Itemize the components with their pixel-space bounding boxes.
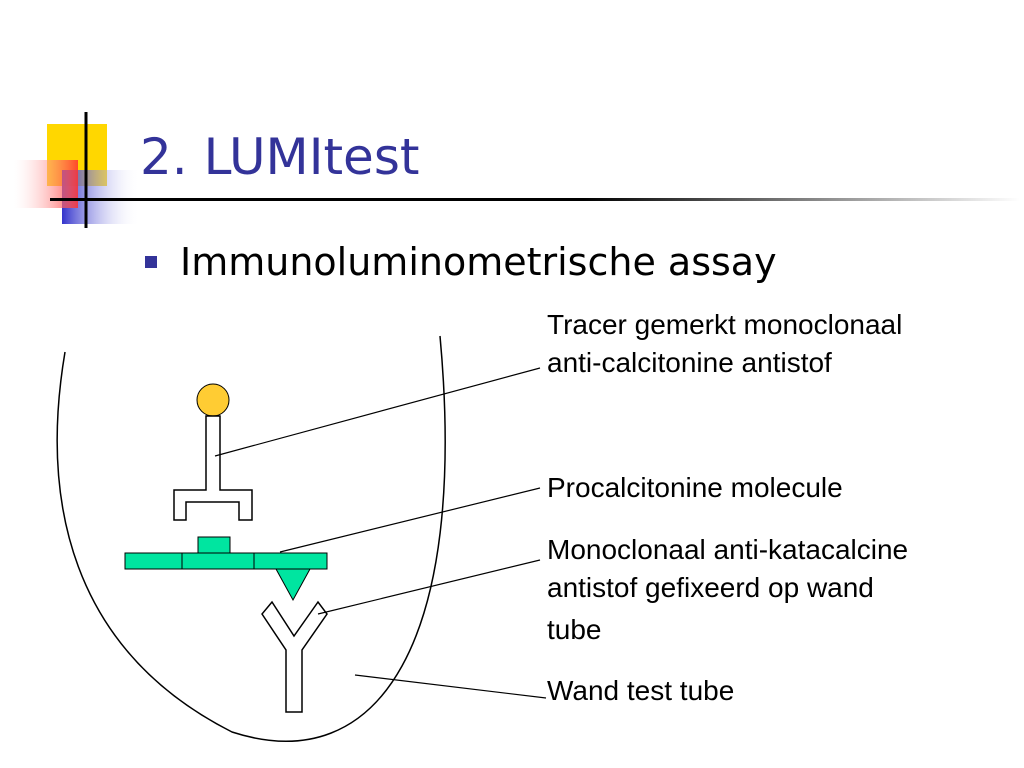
tracer-antibody: [173, 415, 253, 521]
procalcitonine-bump: [197, 536, 231, 555]
label-procalcitonine: Procalcitonine molecule: [547, 472, 843, 503]
leader-line-procalcitonine: [279, 487, 541, 553]
title-decoration: [14, 112, 1020, 228]
bullet-item: Immunoluminometrische assay: [145, 232, 777, 292]
procalcitonine-segment-right: [253, 552, 328, 570]
leader-line-monoclonal: [317, 559, 541, 615]
procalcitonine-triangle: [275, 568, 311, 602]
bullet-square-icon: [145, 256, 157, 268]
label-monoclonal-line-2: antistof gefixeerd op wand: [547, 572, 874, 603]
label-monoclonal-line-3: tube: [547, 614, 602, 645]
capture-antibody: [261, 600, 328, 713]
leader-line-wand: [354, 674, 547, 699]
label-tracer-line-2: anti-calcitonine antistof: [547, 347, 832, 378]
procalcitonine-segment-left: [124, 552, 183, 570]
label-wand: Wand test tube: [547, 675, 735, 706]
label-monoclonal-line-1: Monoclonaal anti-katacalcine: [547, 534, 909, 565]
leader-line-tracer: [214, 367, 541, 457]
procalcitonine-segment-middle: [181, 552, 255, 570]
slide-title: 2. LUMItest: [140, 128, 420, 186]
test-tube-wall: [56, 335, 446, 742]
title-underline: [50, 198, 1020, 201]
bullet-text: Immunoluminometrische assay: [180, 240, 777, 284]
tracer-label-circle: [196, 383, 230, 417]
label-tracer-line-1: Tracer gemerkt monoclonaal: [547, 309, 903, 340]
